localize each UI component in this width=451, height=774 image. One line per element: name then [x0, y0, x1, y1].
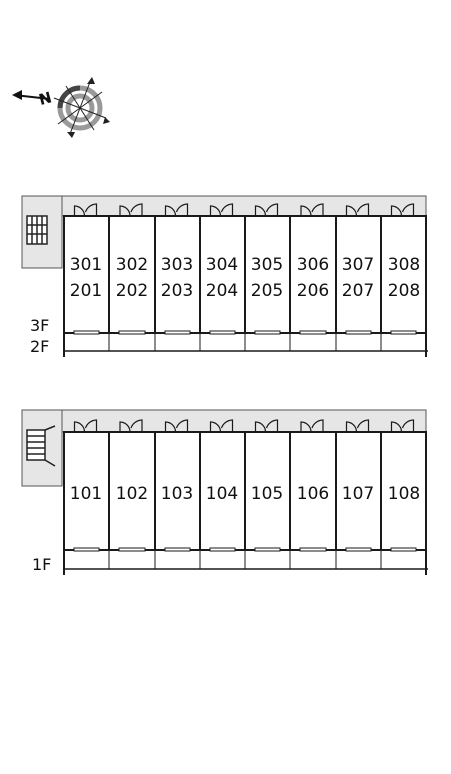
unit-label: 201	[70, 281, 102, 301]
lower-building-block: 101 102 103 104 105 106 107 108 1F	[21, 409, 428, 575]
unit-label: 105	[251, 484, 283, 504]
stairs-icon	[26, 215, 48, 245]
door-icon	[345, 421, 358, 433]
lower-unit-dividers	[73, 419, 417, 569]
door-icon	[209, 421, 222, 433]
upper-unit-dividers	[73, 203, 417, 351]
window-icon	[299, 330, 327, 335]
door-icon	[401, 203, 415, 216]
door-icon	[356, 203, 370, 216]
floor-label-3f: 3F	[30, 316, 49, 335]
floor-label-1f: 1F	[32, 555, 51, 574]
door-icon	[164, 205, 177, 217]
window-icon	[390, 547, 417, 552]
door-icon	[209, 205, 222, 217]
unit-label: 202	[116, 281, 148, 301]
door-icon	[73, 205, 86, 217]
window-icon	[164, 330, 191, 335]
window-icon	[345, 330, 372, 335]
door-icon	[300, 205, 312, 217]
window-icon	[164, 547, 191, 552]
window-icon	[73, 330, 100, 335]
unit-label: 205	[251, 281, 283, 301]
unit-label: 102	[116, 484, 148, 504]
window-icon	[390, 330, 417, 335]
unit-label: 307	[342, 255, 374, 275]
floor-label-2f: 2F	[30, 337, 49, 356]
door-icon	[311, 419, 324, 432]
unit-label: 304	[206, 255, 238, 275]
window-icon	[209, 547, 236, 552]
window-icon	[254, 330, 281, 335]
window-icon	[209, 330, 236, 335]
unit-label: 106	[297, 484, 329, 504]
unit-label: 204	[206, 281, 238, 301]
door-icon	[356, 419, 370, 432]
door-icon	[84, 203, 98, 216]
door-icon	[130, 203, 143, 216]
door-icon	[300, 421, 312, 433]
door-icon	[73, 421, 86, 433]
unit-label: 301	[70, 255, 102, 275]
unit-label: 103	[161, 484, 193, 504]
unit-label: 308	[388, 255, 420, 275]
window-icon	[73, 547, 100, 552]
unit-label: 101	[70, 484, 102, 504]
window-icon	[345, 547, 372, 552]
corridor-upper	[21, 195, 427, 217]
unit-label: 203	[161, 281, 193, 301]
window-icon	[118, 547, 146, 552]
unit-label: 208	[388, 281, 420, 301]
unit-label: 108	[388, 484, 420, 504]
window-icon	[299, 547, 327, 552]
unit-label: 207	[342, 281, 374, 301]
door-icon	[311, 203, 324, 216]
door-icon	[119, 421, 131, 433]
window-icon	[254, 547, 281, 552]
door-icon	[345, 205, 358, 217]
door-icon	[130, 419, 143, 432]
unit-label: 303	[161, 255, 193, 275]
door-icon	[220, 419, 234, 432]
door-icon	[254, 205, 267, 217]
door-icon	[265, 419, 279, 432]
unit-label: 305	[251, 255, 283, 275]
door-icon	[390, 205, 403, 217]
door-icon	[175, 203, 189, 216]
door-icon	[265, 203, 279, 216]
compass-icon	[12, 77, 110, 138]
door-icon	[220, 203, 234, 216]
stairs-icon	[26, 425, 56, 467]
door-icon	[175, 419, 189, 432]
door-icon	[254, 421, 267, 433]
unit-label: 107	[342, 484, 374, 504]
door-icon	[390, 421, 403, 433]
door-icon	[84, 419, 98, 432]
upper-building-block: 301 302 303 304 305 306 307 308 201 202 …	[21, 195, 428, 357]
door-icon	[401, 419, 415, 432]
unit-label: 206	[297, 281, 329, 301]
door-icon	[164, 421, 177, 433]
door-icon	[119, 205, 131, 217]
unit-label: 306	[297, 255, 329, 275]
unit-label: 302	[116, 255, 148, 275]
window-icon	[118, 330, 146, 335]
unit-label: 104	[206, 484, 238, 504]
compass-north-letter: N	[37, 88, 54, 109]
